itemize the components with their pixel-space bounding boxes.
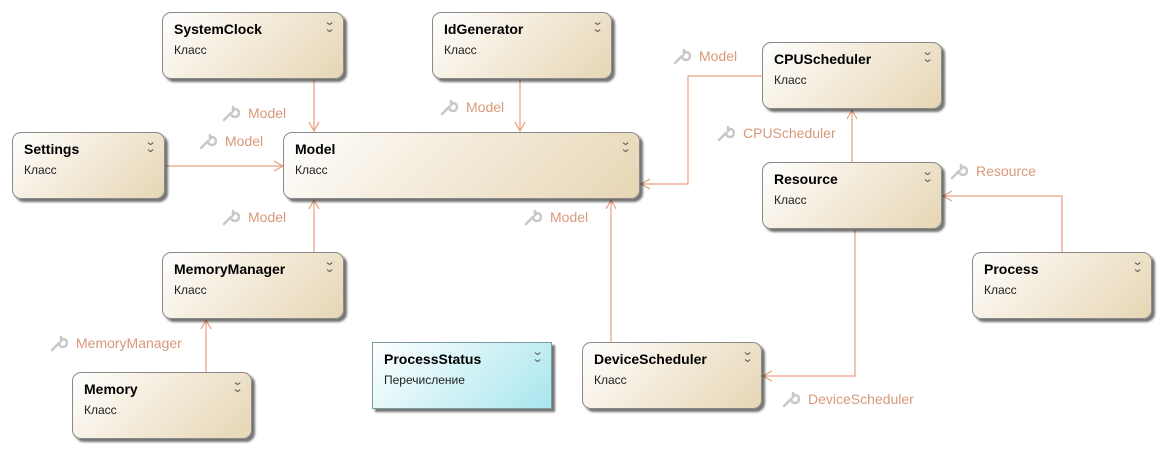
class-node-memorymanager[interactable]: MemoryManager Класс ⌄⌄ bbox=[162, 252, 344, 319]
chevron-double-down-icon[interactable]: ⌄⌄ bbox=[619, 136, 632, 155]
edge-label-resource-devicescheduler: DeviceScheduler bbox=[782, 390, 914, 408]
edge-label-text: DeviceScheduler bbox=[808, 391, 914, 407]
class-name: SystemClock bbox=[174, 21, 262, 37]
wrench-icon bbox=[222, 105, 240, 122]
chevron-double-down-icon[interactable]: ⌄⌄ bbox=[531, 346, 544, 365]
class-node-idgenerator[interactable]: IdGenerator Класс ⌄⌄ bbox=[432, 12, 612, 79]
wrench-icon bbox=[673, 48, 691, 65]
class-node-model[interactable]: Model Класс ⌄⌄ bbox=[283, 132, 640, 199]
chevron-double-down-icon[interactable]: ⌄⌄ bbox=[231, 376, 244, 395]
edge-label-text: Model bbox=[248, 105, 287, 121]
class-name: DeviceScheduler bbox=[594, 351, 707, 367]
wrench-icon bbox=[50, 335, 68, 352]
class-kind: Класс bbox=[174, 283, 207, 297]
edge-label-systemclock-model: Model bbox=[222, 104, 286, 122]
wrench-icon bbox=[782, 391, 800, 408]
edge-label-resource-cpuscheduler: CPUScheduler bbox=[717, 124, 836, 142]
edge-label-text: Model bbox=[699, 48, 738, 64]
class-kind: Класс bbox=[774, 193, 807, 207]
edge-label-memorymanager-model: Model bbox=[222, 208, 286, 226]
class-node-process[interactable]: Process Класс ⌄⌄ bbox=[972, 252, 1152, 319]
edge-label-text: Model bbox=[225, 133, 264, 149]
class-kind: Класс bbox=[774, 73, 807, 87]
edge-label-text: Model bbox=[248, 209, 287, 225]
class-name: Memory bbox=[84, 381, 138, 397]
chevron-double-down-icon[interactable]: ⌄⌄ bbox=[144, 136, 157, 155]
class-node-memory[interactable]: Memory Класс ⌄⌄ bbox=[72, 372, 252, 439]
class-name: Resource bbox=[774, 171, 838, 187]
wrench-icon bbox=[717, 125, 735, 142]
edge-label-process-resource: Resource bbox=[950, 162, 1036, 180]
edge-label-idgenerator-model: Model bbox=[440, 98, 504, 116]
chevron-double-down-icon[interactable]: ⌄⌄ bbox=[741, 346, 754, 365]
edge-process-resource[interactable] bbox=[941, 190, 1063, 252]
edge-resource-devicescheduler[interactable] bbox=[761, 230, 856, 382]
class-node-resource[interactable]: Resource Класс ⌄⌄ bbox=[762, 162, 942, 229]
class-name: MemoryManager bbox=[174, 261, 286, 277]
edge-cpuscheduler-model[interactable] bbox=[639, 75, 762, 190]
edge-label-text: CPUScheduler bbox=[743, 125, 836, 141]
class-name: IdGenerator bbox=[444, 21, 524, 37]
class-kind: Класс bbox=[444, 43, 477, 57]
class-kind: Класс bbox=[984, 283, 1017, 297]
class-name: Settings bbox=[24, 141, 80, 157]
edge-label-text: Model bbox=[550, 209, 589, 225]
edge-label-devicescheduler-model: Model bbox=[524, 208, 588, 226]
wrench-icon bbox=[950, 163, 968, 180]
class-name: CPUScheduler bbox=[774, 51, 872, 67]
class-kind: Класс bbox=[594, 373, 627, 387]
class-kind: Класс bbox=[174, 43, 207, 57]
edge-label-text: MemoryManager bbox=[76, 335, 182, 351]
enum-kind: Перечисление bbox=[384, 373, 465, 387]
chevron-double-down-icon[interactable]: ⌄⌄ bbox=[323, 16, 336, 35]
wrench-icon bbox=[199, 133, 217, 150]
class-kind: Класс bbox=[84, 403, 117, 417]
class-kind: Класс bbox=[295, 163, 328, 177]
class-node-settings[interactable]: Settings Класс ⌄⌄ bbox=[12, 132, 165, 199]
wrench-icon bbox=[524, 209, 542, 226]
class-node-cpuscheduler[interactable]: CPUScheduler Класс ⌄⌄ bbox=[762, 42, 942, 109]
chevron-double-down-icon[interactable]: ⌄⌄ bbox=[323, 256, 336, 275]
edge-label-text: Resource bbox=[976, 163, 1036, 179]
class-name: Model bbox=[295, 141, 336, 157]
wrench-icon bbox=[222, 209, 240, 226]
enum-name: ProcessStatus bbox=[384, 351, 482, 367]
class-name: Process bbox=[984, 261, 1039, 277]
chevron-double-down-icon[interactable]: ⌄⌄ bbox=[591, 16, 604, 35]
class-kind: Класс bbox=[24, 163, 57, 177]
edge-label-cpuscheduler-model: Model bbox=[673, 47, 737, 65]
class-node-devicescheduler[interactable]: DeviceScheduler Класс ⌄⌄ bbox=[582, 342, 762, 409]
class-node-systemclock[interactable]: SystemClock Класс ⌄⌄ bbox=[162, 12, 344, 79]
edge-label-text: Model bbox=[466, 99, 505, 115]
enum-node-processstatus[interactable]: ProcessStatus Перечисление ⌄⌄ bbox=[372, 342, 552, 409]
edge-label-settings-model: Model bbox=[199, 132, 263, 150]
wrench-icon bbox=[440, 99, 458, 116]
chevron-double-down-icon[interactable]: ⌄⌄ bbox=[1131, 256, 1144, 275]
chevron-double-down-icon[interactable]: ⌄⌄ bbox=[921, 166, 934, 185]
chevron-double-down-icon[interactable]: ⌄⌄ bbox=[921, 46, 934, 65]
edge-label-memory-memorymanager: MemoryManager bbox=[50, 334, 182, 352]
